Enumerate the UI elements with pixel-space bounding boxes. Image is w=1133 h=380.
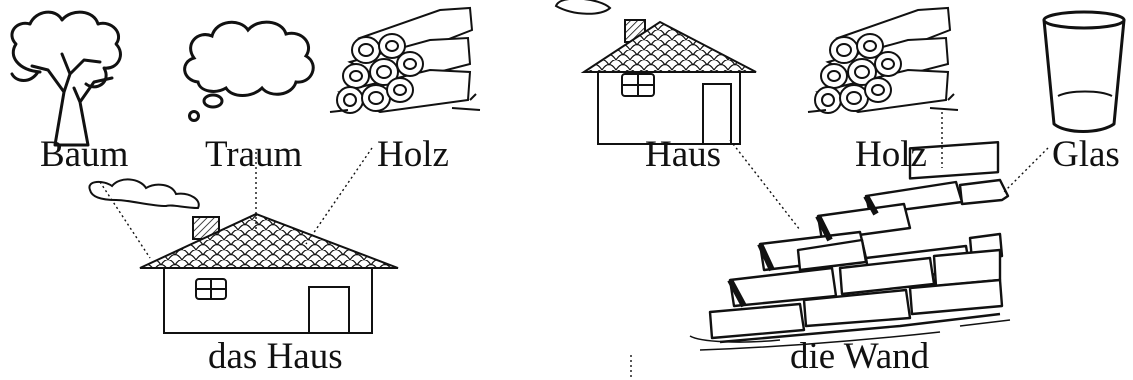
word-haus: Haus bbox=[645, 136, 721, 173]
glass-icon bbox=[1044, 12, 1124, 132]
word-holz: Holz bbox=[377, 136, 449, 173]
firewood-icon bbox=[330, 8, 480, 113]
word-baum: Baum bbox=[40, 136, 128, 173]
house-icon bbox=[89, 179, 398, 333]
firewood-icon bbox=[808, 8, 958, 113]
brick-wall-icon bbox=[690, 142, 1010, 350]
word-glas: Glas bbox=[1052, 136, 1120, 173]
result-die-wand: die Wand bbox=[790, 338, 929, 375]
connector-holz-haus bbox=[306, 148, 372, 244]
thought-bubble-icon bbox=[185, 22, 314, 120]
word-traum: Traum bbox=[205, 136, 302, 173]
tree-icon bbox=[12, 12, 121, 145]
connector-glas-wand bbox=[1004, 148, 1048, 192]
result-das-haus: das Haus bbox=[208, 338, 343, 375]
connector-haus-wand bbox=[730, 140, 800, 230]
word-holz-right: Holz bbox=[855, 136, 927, 173]
house-icon bbox=[556, 0, 756, 144]
